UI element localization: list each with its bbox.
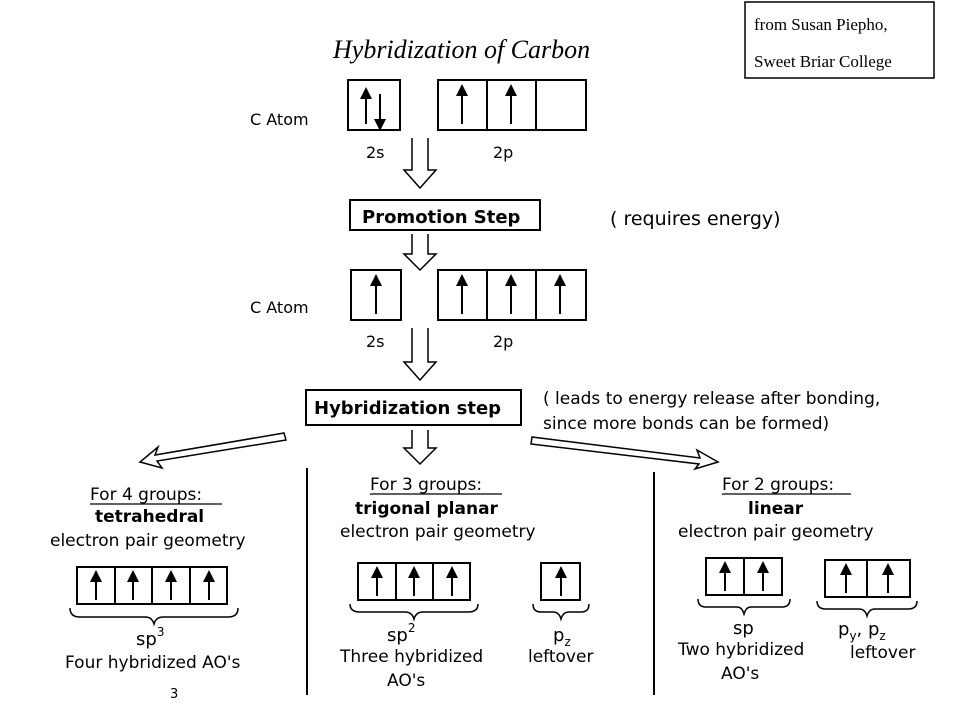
credit-line-2: Sweet Briar College	[754, 52, 892, 71]
down-arrow-3	[402, 328, 438, 382]
excited-2s-box	[350, 269, 402, 321]
sp2-orbital-label: sp2	[387, 621, 415, 646]
excited-state-row: C Atom 2s 2p	[250, 269, 587, 351]
credit-box: from Susan Piepho, Sweet Briar College	[744, 1, 935, 79]
ground-2s-box	[347, 79, 401, 131]
branch-arrows	[138, 430, 720, 471]
credit-line-1: from Susan Piepho,	[754, 15, 888, 34]
hybridization-label: Hybridization step	[314, 398, 501, 419]
sp2-orbital-base: sp	[387, 625, 408, 646]
sp-caption-1: Two hybridized	[677, 640, 804, 660]
page-title: Hybridization of Carbon	[332, 35, 590, 64]
sp2-pz-base: p	[553, 625, 564, 646]
hybridization-step: Hybridization step ( leads to energy rel…	[305, 389, 880, 434]
sp-column: For 2 groups: linear electron pair geome…	[677, 475, 918, 684]
promotion-note: ( requires energy)	[610, 208, 781, 230]
promotion-step: Promotion Step ( requires energy)	[349, 199, 781, 231]
sp-epg: electron pair geometry	[678, 522, 874, 542]
excited-atom-label: C Atom	[250, 298, 309, 317]
sp-brace	[697, 598, 791, 617]
sp3-geometry: tetrahedral	[95, 507, 204, 527]
down-arrow-1-shape	[402, 138, 438, 190]
sp-caption-2: AO's	[721, 664, 759, 684]
sp3-caption: Four hybridized AO's	[65, 653, 241, 673]
sp2-geometry: trigonal planar	[355, 499, 499, 519]
sp3-epg: electron pair geometry	[50, 531, 246, 551]
hybridization-box	[305, 389, 522, 426]
sp2-leftover: leftover	[528, 647, 593, 667]
sp2-groups: For 3 groups:	[370, 475, 482, 495]
sp2-orbital-sup: 2	[408, 621, 416, 635]
sp-geometry: linear	[748, 499, 804, 519]
sp3-groups: For 4 groups:	[90, 485, 202, 505]
sp2-column: For 3 groups: trigonal planar electron p…	[339, 475, 593, 691]
sp-py-base: p	[838, 619, 849, 640]
sp-orbital-label: sp	[733, 618, 754, 639]
sp-p-brace	[816, 600, 918, 619]
sp2-orbital-box	[357, 562, 471, 601]
sp-pz-sub: z	[879, 629, 885, 643]
sp2-brace	[349, 603, 479, 622]
excited-2p-label: 2p	[493, 332, 513, 351]
down-arrow-3-shape	[402, 328, 438, 382]
sp3-brace	[69, 607, 239, 627]
sp2-pz-brace	[532, 603, 590, 622]
sp2-caption-2: AO's	[387, 671, 425, 691]
sp3-orbital-sup: 3	[157, 625, 165, 639]
excited-2s-label: 2s	[366, 332, 385, 351]
branch-arrow-right	[530, 436, 720, 471]
down-arrow-2-shape	[402, 234, 438, 272]
branch-arrow-left	[138, 432, 287, 470]
hybridization-note-1: ( leads to energy release after bonding,	[543, 389, 880, 409]
sp-p-label: py, pz	[838, 619, 886, 643]
sp-leftover: leftover	[850, 643, 915, 663]
down-arrow-1	[402, 138, 438, 190]
branch-arrow-center	[402, 430, 438, 466]
sp3-orbital-label: sp3	[136, 625, 164, 650]
promotion-box	[349, 199, 541, 231]
ground-2p-box	[437, 79, 587, 131]
hybridization-note-2: since more bonds can be formed)	[543, 414, 829, 434]
sp2-epg: electron pair geometry	[340, 522, 536, 542]
credit-frame	[744, 1, 935, 79]
sp3-column: For 4 groups: tetrahedral electron pair …	[50, 485, 246, 702]
sp2-pz-sub: z	[564, 635, 570, 649]
excited-2p-box	[437, 269, 587, 321]
sp2-pz-label: pz	[553, 625, 571, 649]
sp2-pz-box	[540, 562, 581, 601]
sp3-orbital-base: sp	[136, 629, 157, 650]
sp-groups: For 2 groups:	[722, 475, 834, 495]
ground-state-row: C Atom 2s 2p	[250, 79, 587, 162]
ground-atom-label: C Atom	[250, 110, 309, 129]
sp3-footnote: 3	[170, 687, 178, 702]
ground-2s-label: 2s	[366, 143, 385, 162]
ground-2p-label: 2p	[493, 143, 513, 162]
sp-comma-pz: , p	[857, 619, 880, 640]
down-arrow-2	[402, 234, 438, 272]
sp-py-sub: y	[849, 629, 856, 643]
sp2-caption-1: Three hybridized	[339, 647, 483, 667]
promotion-label: Promotion Step	[362, 207, 521, 228]
